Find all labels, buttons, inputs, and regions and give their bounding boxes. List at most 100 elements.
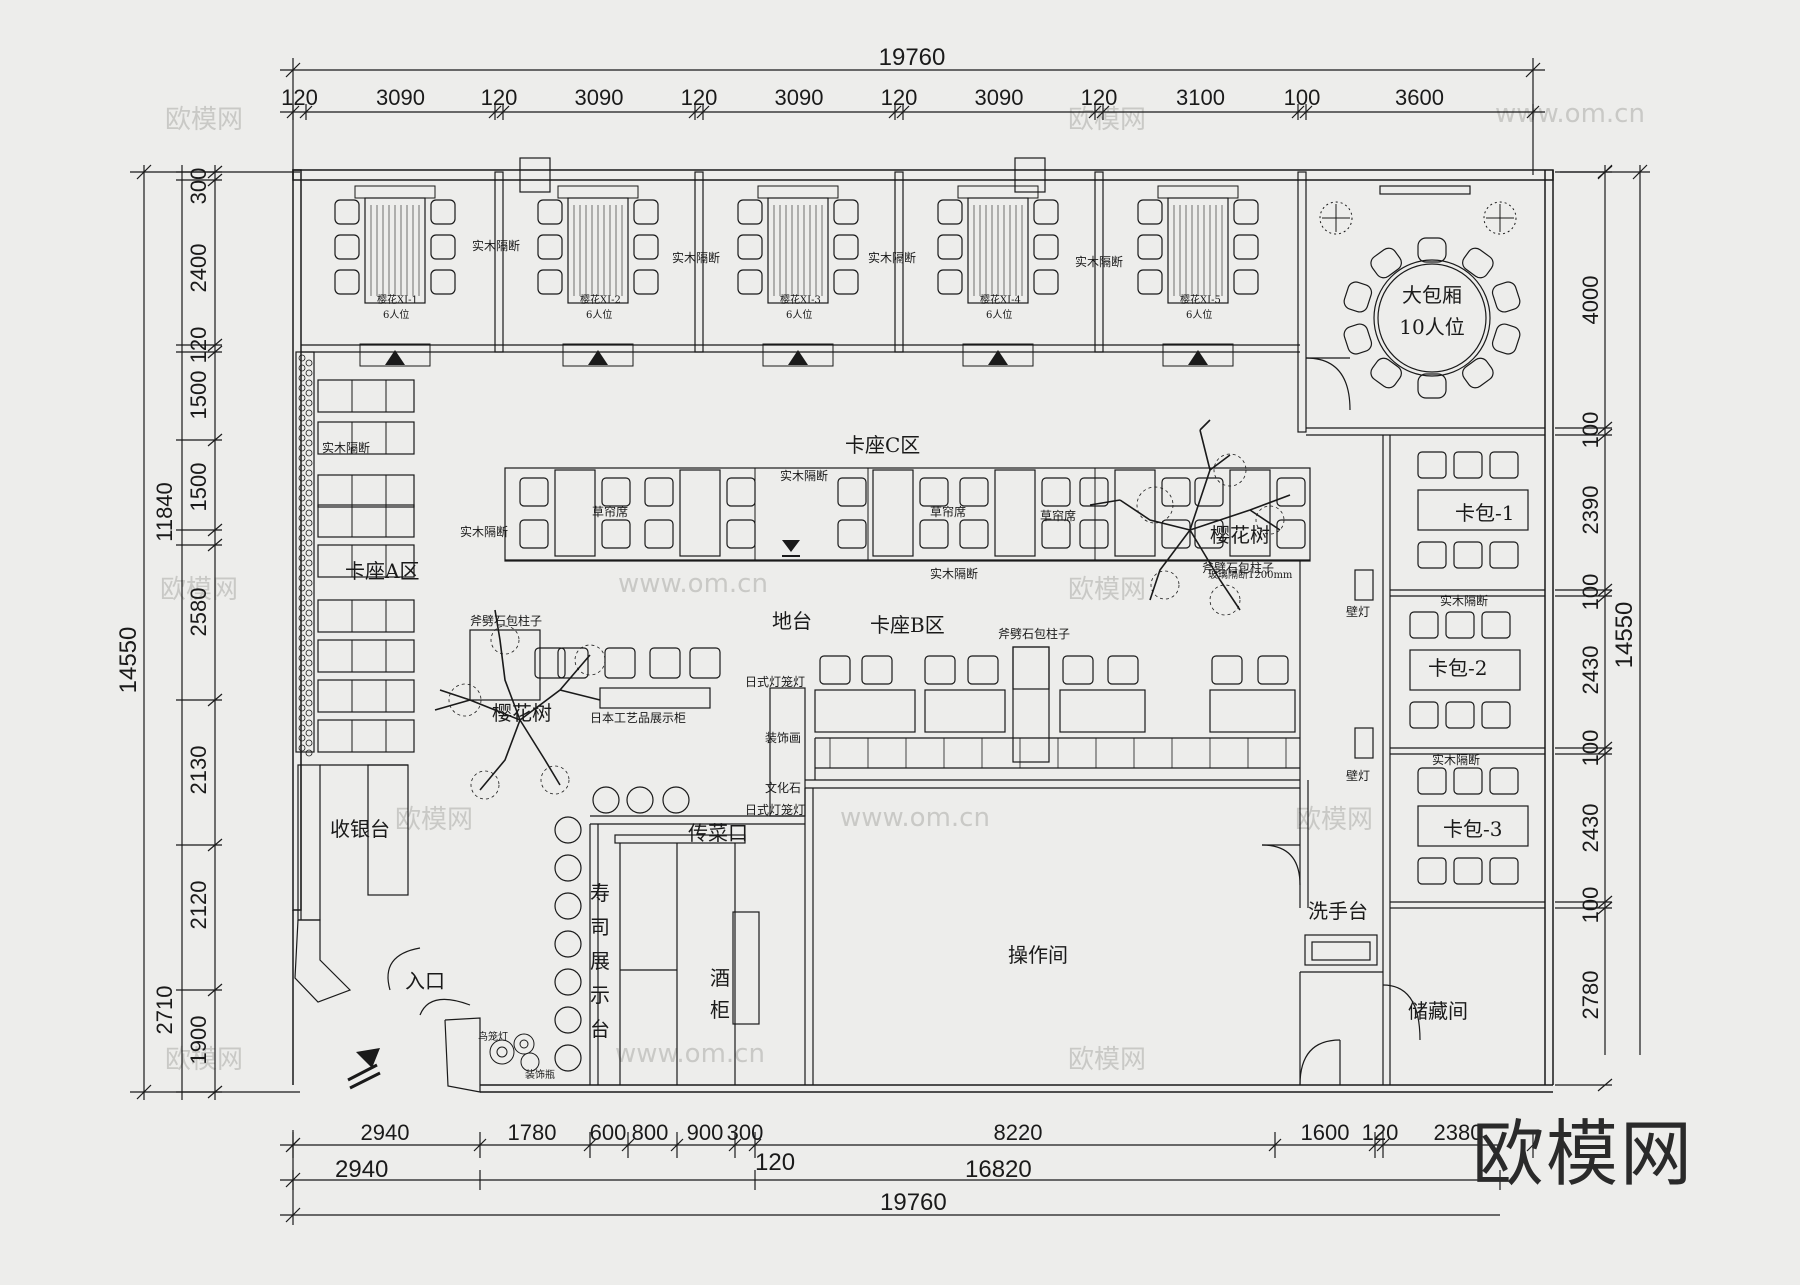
booth-table [994, 469, 1036, 557]
stone-texture [305, 689, 313, 697]
zone-a-partition-label: 实木隔断 [322, 440, 370, 455]
chair [334, 269, 360, 295]
watermark: 欧模网 [165, 1045, 243, 1075]
top-segment-label: 100 [1284, 85, 1321, 110]
booth-chair [1417, 857, 1447, 885]
right-segment-label: 100 [1578, 887, 1603, 924]
right-segment-label: 100 [1578, 730, 1603, 767]
seat-count-label: 6人位 [786, 308, 812, 321]
door-arrow [588, 350, 608, 365]
chair [1233, 269, 1259, 295]
stone-texture [298, 454, 306, 462]
watermark: 欧模网 [395, 805, 473, 835]
chair [1137, 269, 1163, 295]
stone-texture [305, 559, 313, 567]
sakura-tree-label-2: 樱花树 [492, 701, 552, 725]
top-total-dimension: 19760 [879, 44, 946, 71]
watermark-url: www.om.cn [1495, 99, 1645, 129]
kitchen-label: 操作间 [1008, 943, 1068, 967]
sakura-tree-label-1: 樱花树 [1210, 523, 1270, 547]
sushi-stool [592, 786, 620, 814]
wine-cabinet-char: 酒 [710, 966, 730, 990]
top-segment-label: 3090 [575, 85, 624, 110]
bird-lamp-label: 鸟笼灯 [478, 1030, 508, 1043]
door-arrow [988, 350, 1008, 365]
zone-b-seats [534, 647, 1296, 768]
stone-texture [298, 714, 306, 722]
banquet-chair [1417, 373, 1447, 399]
sushi-stool [554, 1006, 582, 1034]
stone-texture [305, 719, 313, 727]
dimension-tick-slash [1268, 1138, 1282, 1152]
top-segment-label: 120 [281, 85, 318, 110]
bottom-segment-label: 300 [727, 1120, 764, 1145]
top-segment-label: 120 [681, 85, 718, 110]
banquet-chair [1343, 281, 1373, 313]
right-segment-label: 2430 [1578, 804, 1603, 853]
stone-texture [305, 439, 313, 447]
bottom-segment-label: 1600 [1301, 1120, 1350, 1145]
top-segment-label: 3100 [1176, 85, 1225, 110]
door-opening [962, 343, 1034, 367]
deco-painting-label: 装饰画 [765, 731, 801, 745]
stone-texture [298, 464, 306, 472]
stone-texture [298, 654, 306, 662]
booth-seat [1161, 477, 1191, 507]
sushi-stool [554, 1044, 582, 1072]
zone-a-stone-wall [298, 354, 313, 757]
stone-texture [298, 694, 306, 702]
stone-texture [298, 614, 306, 622]
banquet-chair [1417, 237, 1447, 263]
zone-a-label: 卡座A区 [345, 559, 419, 583]
stone-texture [298, 644, 306, 652]
banquet-chair [1343, 323, 1373, 355]
left-segment-label: 2130 [186, 746, 211, 795]
stone-texture [298, 634, 306, 642]
partition-label-2: 实木隔断 [672, 250, 720, 265]
dimension-tick-slash [207, 983, 223, 997]
booth-seat [959, 519, 989, 549]
tatami-label-2: 草帘席 [930, 504, 966, 519]
stone-texture [305, 379, 313, 387]
stone-texture [298, 544, 306, 552]
bar-seat [1257, 655, 1289, 685]
stone-texture [298, 404, 306, 412]
watermark: 欧模网 [160, 575, 238, 605]
corner-plant-stem [1322, 204, 1350, 232]
sakura-blossom [540, 765, 570, 795]
stone-texture [305, 359, 313, 367]
stone-texture [305, 489, 313, 497]
booth-table [1229, 469, 1271, 557]
dimension-tick-slash [1597, 428, 1613, 442]
booth-table [554, 469, 596, 557]
stone-texture [298, 624, 306, 632]
stone-texture [305, 739, 313, 747]
banquet-room-label: 大包厢 [1402, 283, 1462, 307]
dimension-tick-slash [207, 345, 223, 359]
dimension-tick-slash [1597, 747, 1613, 761]
table-cushion [354, 185, 436, 199]
booth-chair [1489, 541, 1519, 569]
dimension-tick-slash [1299, 105, 1313, 119]
booth-table [1417, 805, 1529, 847]
dimension-tick-slash [299, 105, 313, 119]
door-opening [359, 343, 431, 367]
stone-texture [305, 699, 313, 707]
booth-chair [1409, 611, 1439, 639]
stone-texture [305, 429, 313, 437]
bar-seat [1211, 655, 1243, 685]
stone-texture [298, 494, 306, 502]
dimension-tick-slash [1376, 1138, 1390, 1152]
dimension-tick-slash [207, 433, 223, 447]
stone-texture [305, 529, 313, 537]
top-segment-label: 120 [481, 85, 518, 110]
dimension-tick-slash [1526, 1138, 1540, 1152]
bottom-segment-label: 8220 [994, 1120, 1043, 1145]
banquet-chair [1491, 323, 1521, 355]
watermark: 欧模网 [1068, 105, 1146, 135]
left-segment-ticks [176, 165, 223, 1099]
stone-texture [305, 629, 313, 637]
top-segment-label: 3090 [376, 85, 425, 110]
